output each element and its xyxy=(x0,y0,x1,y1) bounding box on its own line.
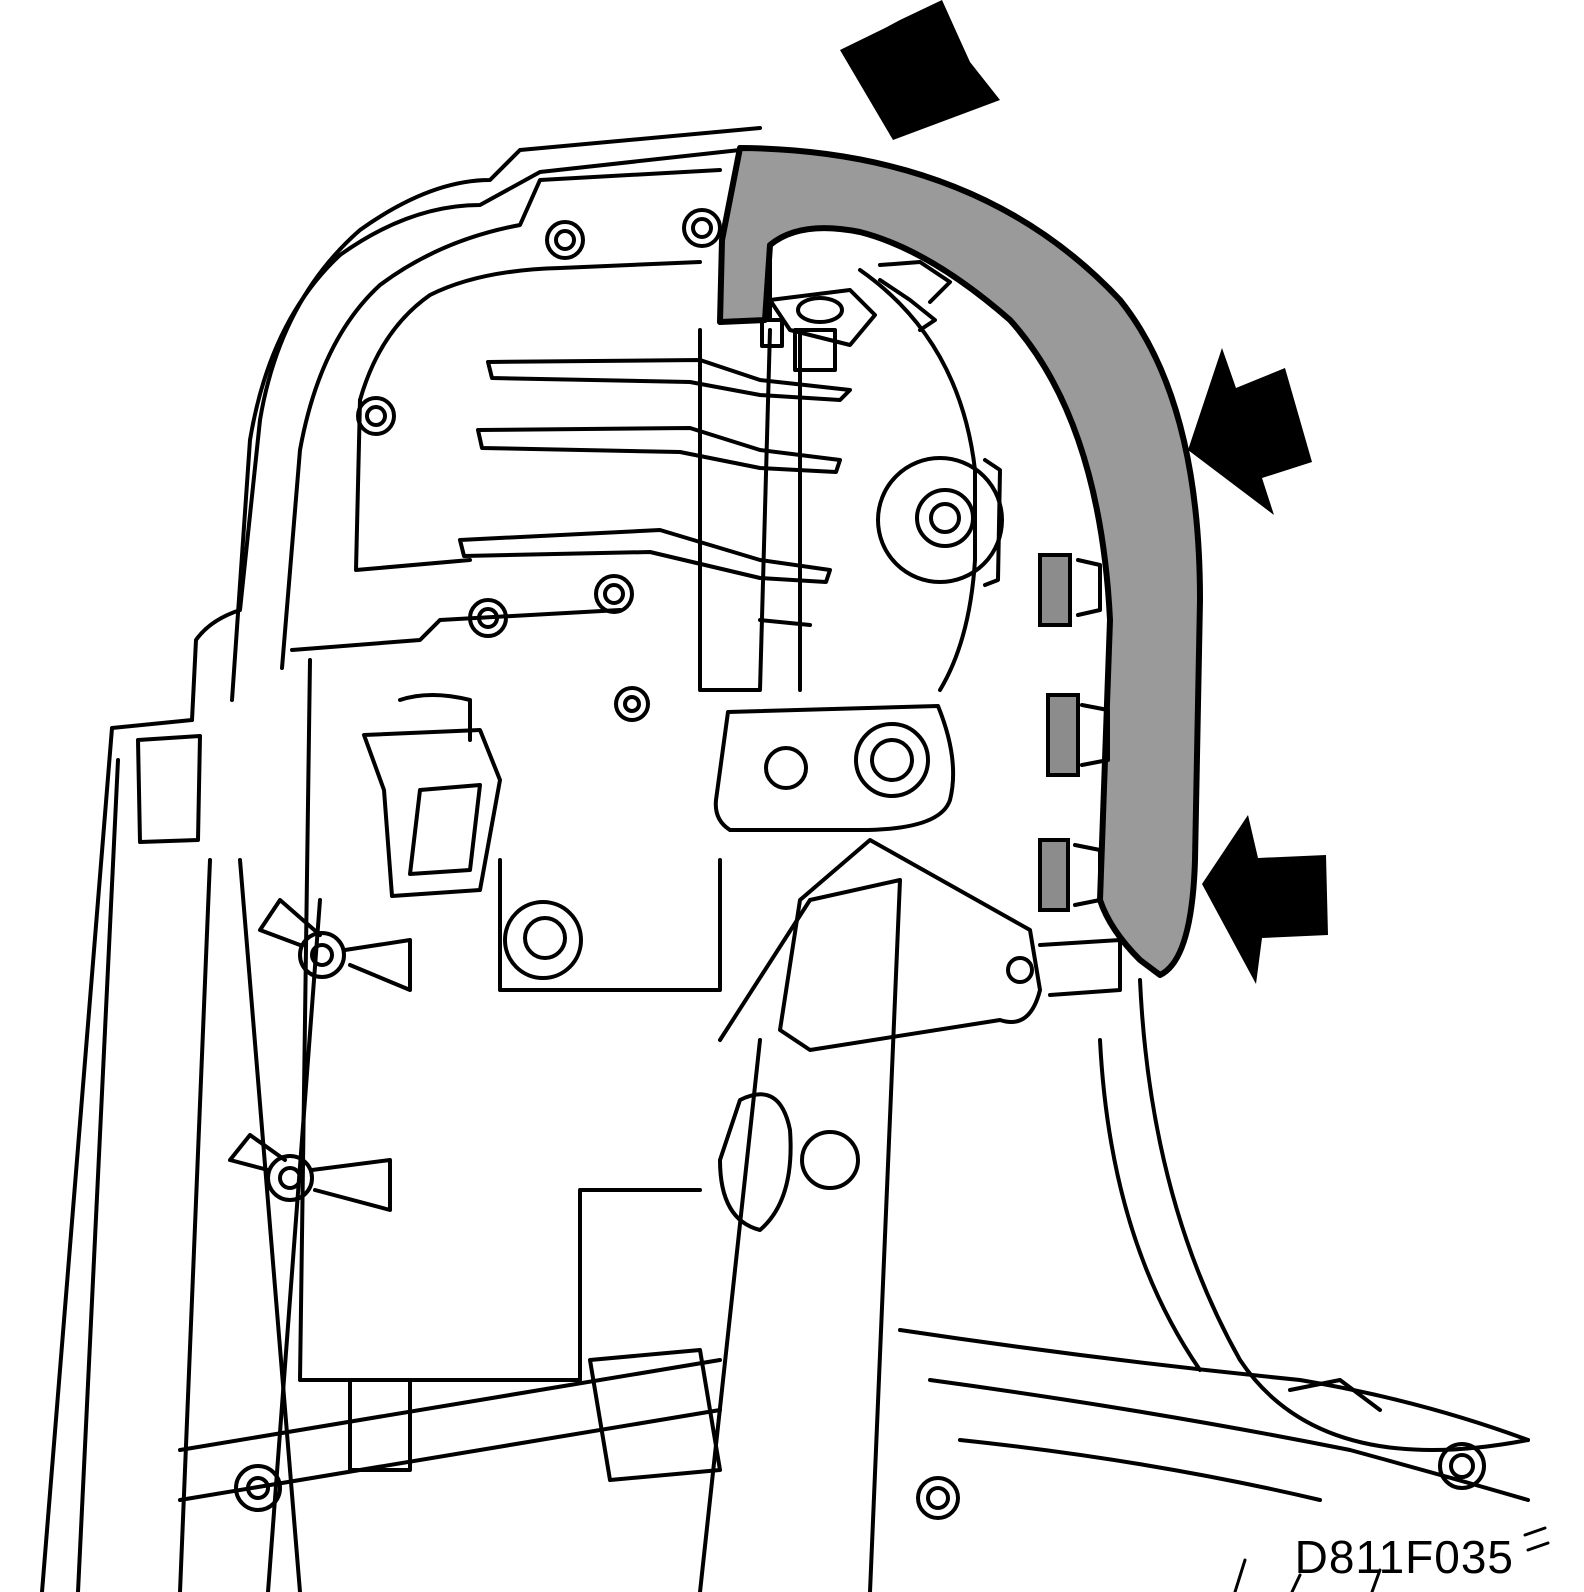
pivot-bracket xyxy=(760,288,877,372)
recliner-plates xyxy=(458,328,852,692)
latch-bracket xyxy=(362,693,502,898)
screw-icon xyxy=(356,396,396,436)
screw-icon xyxy=(545,220,585,260)
hub-icon xyxy=(234,1464,282,1512)
bolt-icon xyxy=(915,488,975,548)
hole-icon xyxy=(800,1130,860,1190)
clip-slot xyxy=(1046,693,1080,777)
mid-panel xyxy=(298,658,722,1382)
hinge-plate xyxy=(713,704,956,832)
swing-arm xyxy=(698,838,1122,1592)
lower-frame xyxy=(898,978,1530,1520)
screw-group xyxy=(356,208,722,722)
hole-icon xyxy=(764,746,808,790)
seat-back-shell xyxy=(40,126,762,1592)
screw-icon xyxy=(614,686,650,722)
arrow-top-icon xyxy=(840,0,1000,140)
hole-icon xyxy=(1006,956,1034,984)
screw-icon xyxy=(468,598,508,638)
screw-icon xyxy=(594,574,634,614)
hub-icon xyxy=(298,931,346,979)
bolt-icon xyxy=(916,1476,960,1520)
figure-code-label: D811F035 xyxy=(1294,1531,1514,1583)
clip-slot xyxy=(1038,553,1072,627)
retaining-clips xyxy=(1038,553,1110,912)
recliner-cover xyxy=(858,268,1004,692)
highlighted-trim-cover xyxy=(717,145,1203,978)
edge-marks xyxy=(1233,1526,1550,1592)
arrow-middle-icon xyxy=(1188,348,1312,515)
clip-slot xyxy=(1038,838,1070,912)
inner-recess xyxy=(280,168,722,670)
bolt-icon xyxy=(854,722,930,798)
bolt-icon xyxy=(1438,1442,1486,1490)
screw-icon xyxy=(682,208,722,248)
arrow-bottom-icon xyxy=(1202,815,1328,984)
hub-icon xyxy=(266,1154,314,1202)
left-frame xyxy=(178,858,722,1592)
bolt-icon xyxy=(523,916,567,960)
